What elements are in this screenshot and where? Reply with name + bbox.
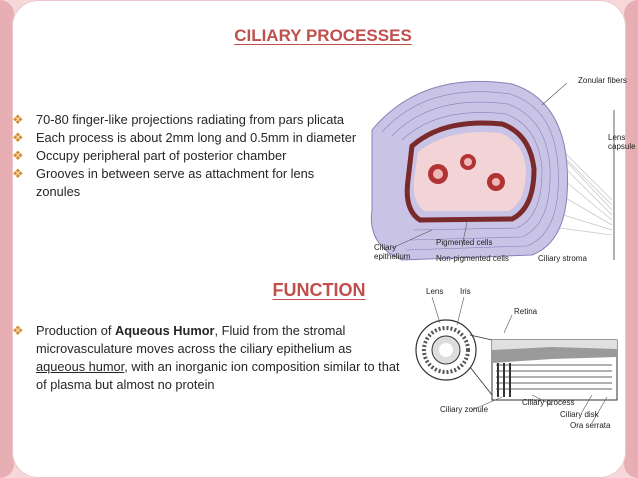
slide: CILIARY PROCESSES ❖ 70-80 finger-like pr… — [12, 0, 636, 478]
slide-title: CILIARY PROCESSES — [234, 26, 412, 45]
label-capsule: capsule — [608, 142, 636, 151]
label-ciliary-process: Ciliary process — [522, 398, 575, 407]
label-lens: Lens — [426, 287, 444, 296]
list-item: ❖Occupy peripheral part of posterior cha… — [12, 148, 287, 163]
label-zonular-fibers: Zonular fibers — [578, 76, 627, 85]
diamond-bullet-icon: ❖ — [12, 166, 24, 181]
label-pigmented-cells: Pigmented cells — [436, 238, 493, 247]
label-ora-serrata: Ora serrata — [570, 421, 611, 430]
diamond-bullet-icon: ❖ — [12, 130, 24, 145]
diamond-bullet-icon: ❖ — [12, 323, 24, 338]
eye-segment-figure: Lens Iris Retina Ciliary zonule Ciliary … — [412, 285, 622, 450]
list-item: ❖ 70-80 finger-like projections radiatin… — [12, 112, 344, 127]
label-non-pigmented-cells: Non-pigmented cells — [436, 254, 509, 263]
label-ciliary: Ciliary — [374, 243, 397, 252]
label-ciliary-stroma: Ciliary stroma — [538, 254, 587, 263]
list-item: ❖ Production of Aqueous Humor, Fluid fro… — [12, 323, 400, 392]
ciliary-processes-illustration — [370, 80, 615, 261]
function-title: FUNCTION — [272, 280, 366, 300]
left-border — [0, 0, 14, 478]
list-item: ❖Grooves in between serve as attachment … — [12, 166, 315, 199]
diamond-bullet-icon: ❖ — [12, 112, 24, 127]
ciliary-processes-figure: Zonular fibers Lens capsule Ciliary epit… — [362, 70, 636, 266]
function-list: ❖ Production of Aqueous Humor, Fluid fro… — [12, 322, 402, 394]
label-iris: Iris — [460, 287, 471, 296]
label-ciliary-zonule: Ciliary zonule — [440, 405, 489, 414]
label-ciliary-disk: Ciliary disk — [560, 410, 599, 419]
diamond-bullet-icon: ❖ — [12, 148, 24, 163]
eye-segment-illustration — [415, 296, 618, 424]
right-border — [624, 0, 638, 478]
label-retina: Retina — [514, 307, 538, 316]
label-lens: Lens — [608, 133, 626, 142]
ciliary-processes-list: ❖ 70-80 finger-like projections radiatin… — [12, 111, 357, 201]
label-epithelium: epithelium — [374, 252, 411, 261]
list-item: ❖Each process is about 2mm long and 0.5m… — [12, 130, 357, 145]
